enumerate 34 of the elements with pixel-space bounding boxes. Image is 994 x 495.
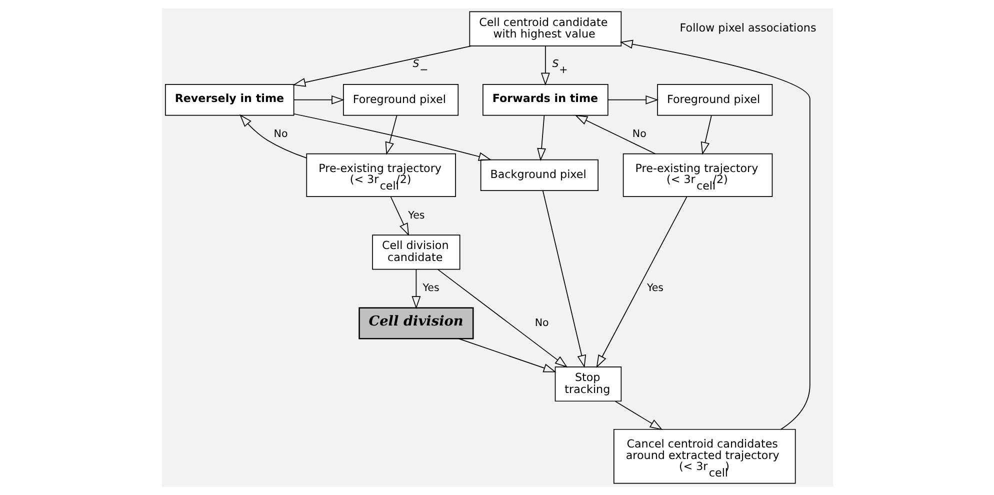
arrow (614, 400, 662, 430)
node-box: Stop tracking (554, 366, 622, 402)
edge-label: No (632, 128, 646, 140)
node-box: Cell centroid candidate with highest value (468, 11, 622, 46)
arrow (437, 269, 568, 368)
arrow (293, 113, 491, 161)
arrow (619, 40, 810, 430)
node-box: Background pixel (480, 159, 598, 192)
edge-label: Yes (408, 209, 424, 222)
label: Follow pixel associations (679, 22, 816, 35)
node-box: Reversely in time (164, 84, 294, 116)
arrow (384, 115, 397, 155)
arrow (596, 196, 687, 368)
edge-label: Yes (422, 282, 439, 294)
arrow (411, 269, 420, 310)
node-box: Cell division (358, 307, 474, 340)
node-box: Foreground pixel (656, 84, 772, 116)
node-box: Foreground pixel (342, 84, 458, 116)
node-box: Forwards in time (482, 84, 608, 116)
arrow (542, 190, 586, 368)
arrow (292, 46, 471, 87)
edge-label: No (273, 128, 288, 140)
arrow (239, 114, 306, 158)
arrow (700, 115, 712, 155)
node-box: Cell division candidate (372, 234, 460, 270)
edge-label: No (534, 316, 548, 329)
arrow (540, 46, 550, 86)
arrow (390, 196, 409, 236)
arrow (458, 338, 556, 372)
arrow (536, 115, 546, 161)
arrow (607, 95, 658, 104)
arrow (292, 95, 344, 104)
arrow (574, 114, 656, 154)
edge-label: Yes (646, 282, 664, 294)
